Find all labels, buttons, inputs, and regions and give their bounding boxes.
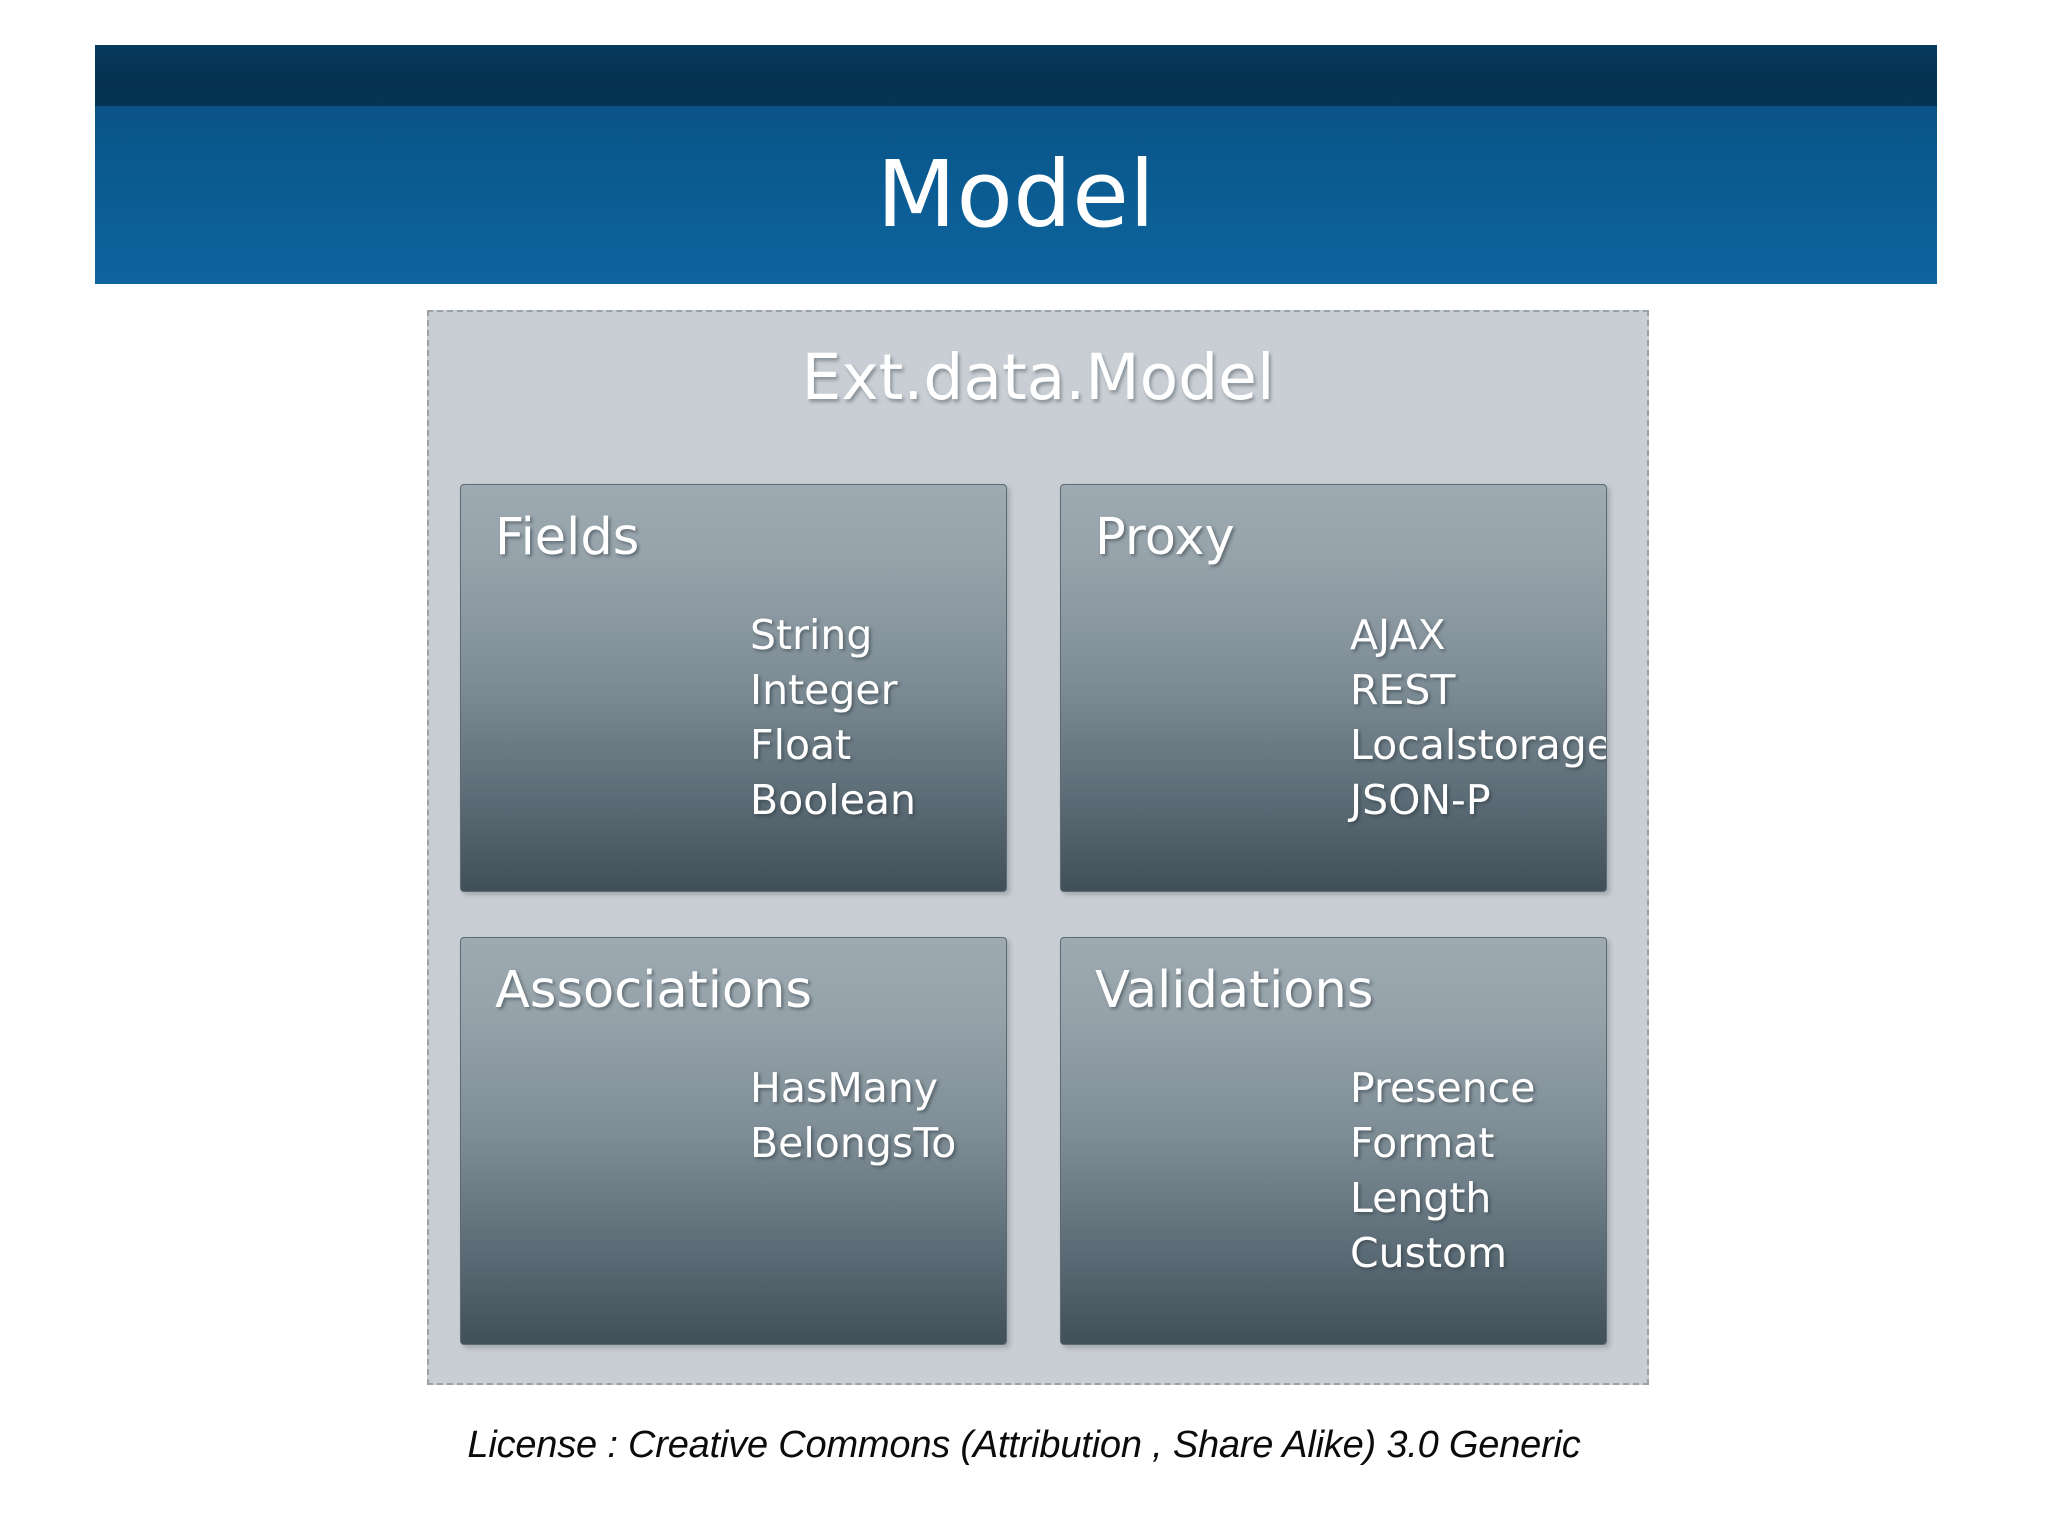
quadrant-card-proxy[interactable]: Proxy AJAX REST Localstorage JSON-P [1060,484,1607,892]
quadrant-list-validations: Presence Format Length Custom [1350,1061,1536,1281]
quadrant-card-fields[interactable]: Fields String Integer Float Boolean [460,484,1007,892]
slide-title: Model [876,141,1156,248]
quadrant-grid: Fields String Integer Float Boolean Prox… [460,484,1620,1345]
license-text: License : Creative Commons (Attribution … [467,1424,1581,1466]
panel-title: Ext.data.Model [801,341,1275,414]
quadrant-list-associations: HasMany BelongsTo [750,1061,956,1171]
quadrant-title-fields: Fields [495,508,640,567]
list-item: JSON-P [1350,776,1491,824]
quadrant-title-validations: Validations [1095,961,1374,1020]
header-top-band [95,45,1937,106]
list-item: AJAX [1350,611,1446,659]
quadrant-card-validations[interactable]: Validations Presence Format Length Custo… [1060,937,1607,1345]
list-item: BelongsTo [750,1119,957,1167]
list-item: Boolean [750,776,917,824]
list-item: Localstorage [1350,721,1607,769]
list-item: String [750,611,873,659]
quadrant-card-associations[interactable]: Associations HasMany BelongsTo [460,937,1007,1345]
list-item: Custom [1350,1229,1508,1277]
list-item: Integer [750,666,898,714]
slide-header: Model [95,45,1937,284]
list-item: Float [750,721,852,769]
quadrant-title-associations: Associations [495,961,812,1020]
model-panel: Ext.data.Model Fields String Integer Flo… [427,310,1649,1385]
header-main-band [95,106,1937,284]
quadrant-list-fields: String Integer Float Boolean [750,608,916,828]
list-item: Presence [1350,1064,1536,1112]
quadrant-title-proxy: Proxy [1095,508,1235,567]
list-item: REST [1350,666,1456,714]
list-item: Length [1350,1174,1492,1222]
list-item: Format [1350,1119,1495,1167]
list-item: HasMany [750,1064,939,1112]
quadrant-list-proxy: AJAX REST Localstorage JSON-P [1350,608,1607,828]
